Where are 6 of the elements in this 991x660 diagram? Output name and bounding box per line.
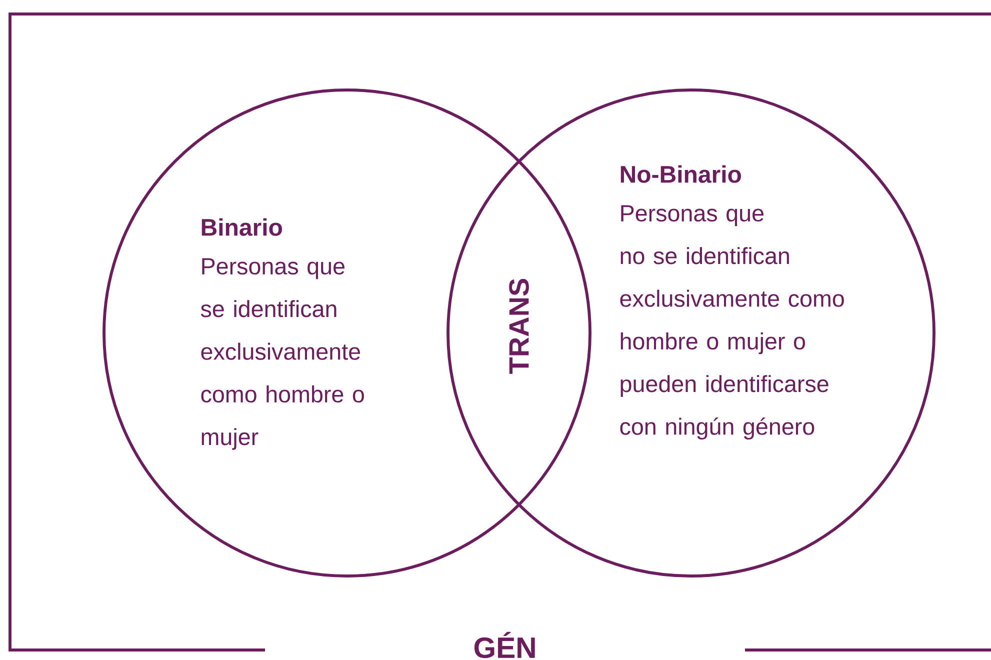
circle-description: Personas que no se identifican exclusivamente como hombre o mujer o pueden identificarse con ningún género <box>620 205 844 440</box>
frame-heading: GÉN <box>474 632 535 658</box>
circle-description: Personas que se identifican exclusivamente como hombre o mujer <box>200 258 364 450</box>
overlap-label: TRANS <box>509 278 529 374</box>
circle-heading: No-Binario <box>620 165 741 183</box>
circle-heading: Binario <box>202 218 282 236</box>
